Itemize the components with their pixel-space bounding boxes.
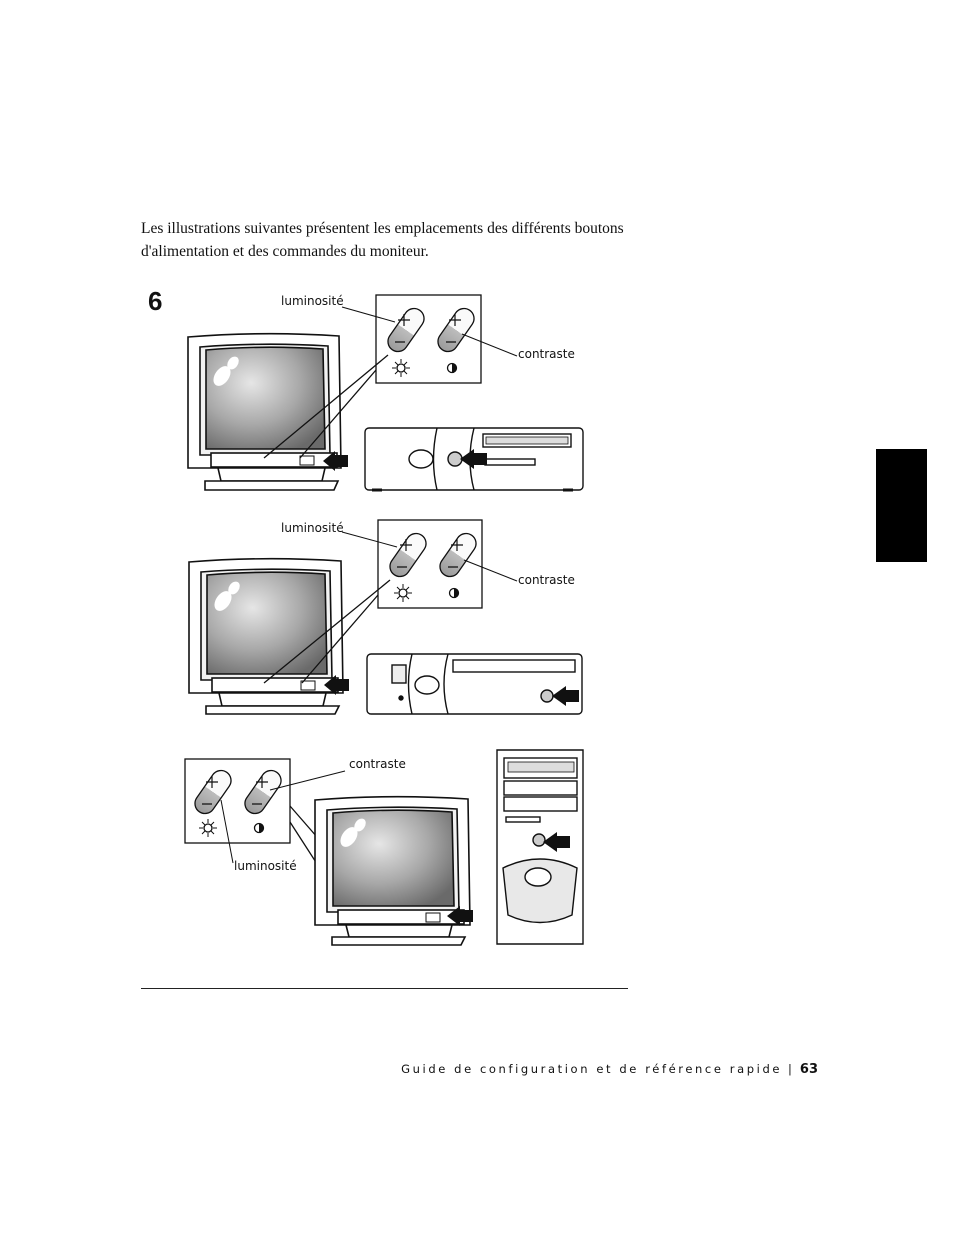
step-number: 6 bbox=[148, 286, 163, 316]
footer-title: Guide de configuration et de référence r… bbox=[401, 1062, 783, 1076]
desktop-computer-2 bbox=[366, 653, 583, 715]
label-contrast-3: contraste bbox=[349, 757, 406, 771]
label-contrast-2: contraste bbox=[518, 573, 575, 587]
label-brightness-1: luminosité bbox=[281, 294, 344, 308]
tower-computer bbox=[496, 749, 584, 945]
monitor-3 bbox=[314, 795, 471, 946]
power-arrow-3 bbox=[447, 832, 570, 926]
section-thumb-tab bbox=[876, 449, 927, 562]
desktop-computer-1 bbox=[364, 427, 584, 492]
label-brightness-2: luminosité bbox=[281, 521, 344, 535]
page-number: 63 bbox=[799, 1062, 818, 1077]
monitor-1 bbox=[187, 332, 342, 491]
control-zoom-2 bbox=[263, 519, 483, 684]
control-zoom-3 bbox=[184, 758, 386, 916]
page-footer: Guide de configuration et de référence r… bbox=[401, 1062, 818, 1077]
control-zoom-1 bbox=[263, 294, 482, 459]
power-arrow-2 bbox=[324, 675, 579, 706]
label-contrast-1: contraste bbox=[518, 347, 575, 361]
monitor-2 bbox=[188, 557, 344, 715]
power-arrow-1 bbox=[323, 449, 487, 471]
footer-separator: | bbox=[788, 1062, 792, 1076]
intro-paragraph: Les illustrations suivantes présentent l… bbox=[141, 220, 624, 260]
footer-rule bbox=[141, 988, 628, 989]
label-brightness-3: luminosité bbox=[234, 859, 297, 873]
